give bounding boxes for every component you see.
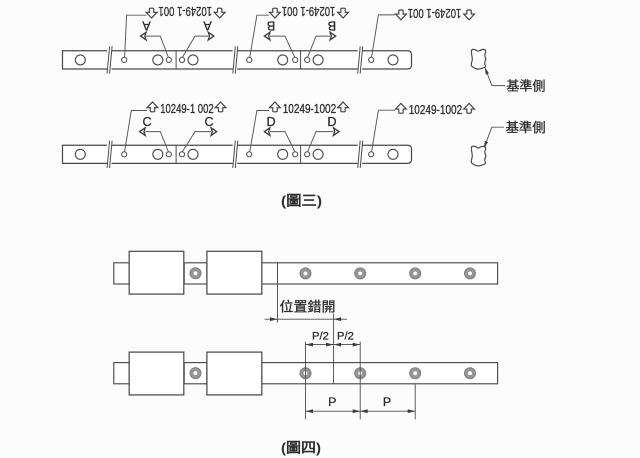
svg-text:10249-1002: 10249-1002 bbox=[409, 102, 463, 117]
svg-text:10249-1 001: 10249-1 001 bbox=[282, 4, 336, 19]
svg-text:(圖三): (圖三) bbox=[281, 192, 322, 209]
svg-text:10249-1 001: 10249-1 001 bbox=[408, 6, 462, 21]
svg-text:10249-1 002: 10249-1 002 bbox=[160, 101, 214, 116]
svg-text:P/2: P/2 bbox=[312, 331, 329, 343]
svg-text:P: P bbox=[383, 395, 391, 409]
svg-text:(圖四): (圖四) bbox=[281, 440, 321, 457]
svg-text:D: D bbox=[266, 115, 275, 129]
svg-text:D: D bbox=[327, 115, 336, 129]
svg-text:A: A bbox=[142, 18, 151, 32]
svg-text:C: C bbox=[204, 115, 213, 129]
svg-text:位置錯開: 位置錯開 bbox=[280, 299, 336, 314]
svg-text:C: C bbox=[142, 115, 151, 129]
svg-text:10249-1002: 10249-1002 bbox=[283, 101, 337, 116]
svg-text:基準側: 基準側 bbox=[506, 79, 545, 94]
svg-text:B: B bbox=[328, 18, 336, 32]
svg-text:P/2: P/2 bbox=[337, 331, 354, 343]
svg-text:A: A bbox=[203, 18, 212, 32]
svg-text:基準側: 基準側 bbox=[506, 120, 546, 135]
svg-text:B: B bbox=[267, 18, 275, 32]
svg-text:10249-1 001: 10249-1 001 bbox=[159, 4, 213, 19]
svg-text:P: P bbox=[328, 395, 336, 409]
